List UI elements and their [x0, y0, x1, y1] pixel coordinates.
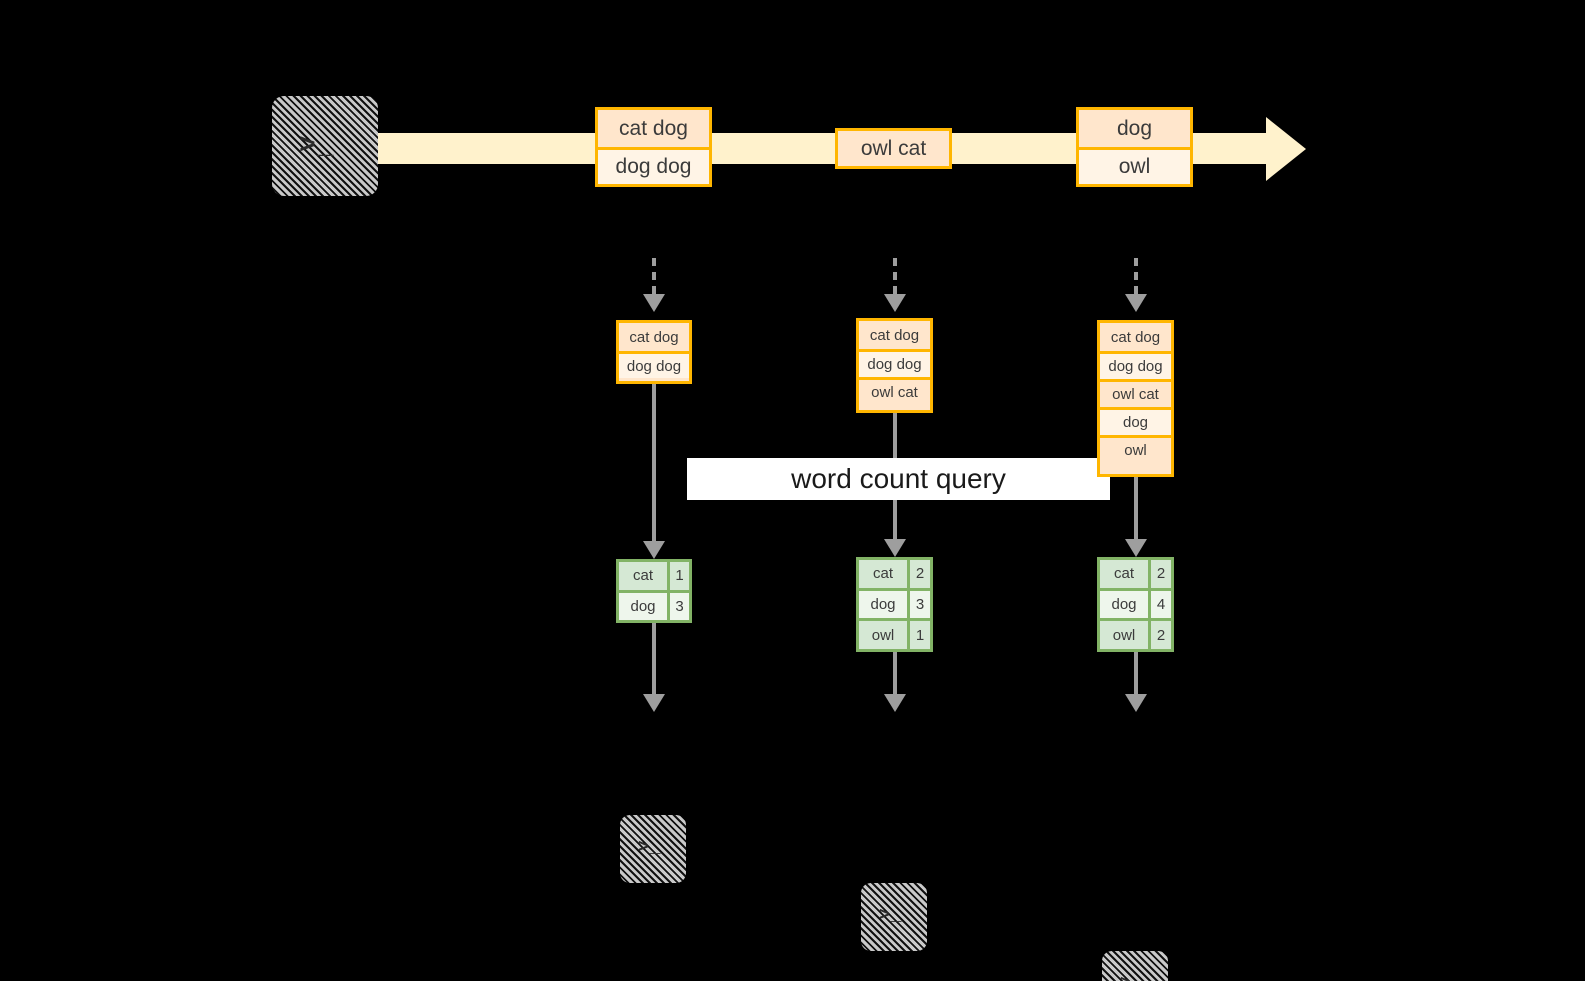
table-cell-count: 1	[667, 562, 689, 590]
table-row: dog 3	[859, 587, 930, 619]
table-cell-count: 2	[1148, 560, 1171, 588]
sink-connector-arrowhead-2	[884, 694, 906, 712]
sink-connector-arrowhead-3	[1125, 694, 1147, 712]
table-cell-count: 2	[907, 560, 930, 588]
snapshot-trigger-arrowhead-3	[1125, 294, 1147, 312]
table-row: cat 1	[619, 562, 689, 590]
stream-arrow-head	[1266, 117, 1306, 181]
table-cell-word: owl	[1100, 621, 1148, 650]
snapshot-trigger-arrowhead-1	[643, 294, 665, 312]
table-cell-word: dog	[1100, 590, 1148, 619]
sink-connector-arrowhead-1	[643, 694, 665, 712]
snapshot-trigger-line-1	[652, 258, 656, 294]
table-cell-count: 1	[907, 621, 930, 650]
table-cell-word: cat	[1100, 560, 1148, 588]
table-cell-word: dog	[619, 592, 667, 620]
stream-message-line: dog	[1079, 110, 1190, 147]
table-cell-word: owl	[859, 621, 907, 650]
result-table-1: cat 1 dog 3	[616, 559, 692, 623]
snapshot-trigger-line-2	[893, 258, 897, 294]
result-table-3: cat 2 dog 4 owl 2	[1097, 557, 1174, 652]
sink-connector-2	[893, 652, 897, 695]
query-connector-1	[652, 384, 656, 544]
query-connector-3	[1134, 470, 1138, 541]
snapshot-input-line: cat dog	[1100, 323, 1171, 351]
stream-message-2: owl cat	[835, 128, 952, 169]
terminal-prompt-glyph: >_	[638, 838, 662, 858]
table-cell-word: cat	[859, 560, 907, 588]
snapshot-input-2: cat dog dog dog owl cat	[856, 318, 933, 413]
sink-connector-3	[1134, 652, 1138, 695]
table-row: owl 2	[1100, 618, 1171, 650]
snapshot-input-line: owl cat	[859, 377, 930, 404]
sink-terminal-icon-2: >_	[861, 883, 927, 951]
snapshot-input-line: cat dog	[859, 321, 930, 349]
snapshot-input-line: owl	[1100, 435, 1171, 463]
table-row: cat 2	[859, 560, 930, 588]
snapshot-input-line: owl cat	[1100, 379, 1171, 407]
stream-message-line: owl cat	[838, 131, 949, 166]
table-row: dog 3	[619, 589, 689, 620]
snapshot-input-line: dog dog	[619, 351, 689, 378]
snapshot-input-1: cat dog dog dog	[616, 320, 692, 384]
table-cell-count: 4	[1148, 590, 1171, 619]
query-connector-arrowhead-2	[884, 539, 906, 557]
table-row: owl 1	[859, 618, 930, 650]
query-connector-arrowhead-1	[643, 541, 665, 559]
terminal-prompt-glyph: >_	[879, 906, 903, 926]
query-banner: word count query	[687, 458, 1110, 500]
snapshot-input-line: dog	[1100, 407, 1171, 435]
sink-terminal-icon-3: >_	[1102, 951, 1168, 981]
sink-terminal-icon-1: >_	[620, 815, 686, 883]
stream-message-line: cat dog	[598, 110, 709, 147]
snapshot-trigger-arrowhead-2	[884, 294, 906, 312]
snapshot-input-3: cat dog dog dog owl cat dog owl	[1097, 320, 1174, 477]
table-cell-word: cat	[619, 562, 667, 590]
terminal-prompt-glyph: >_	[299, 131, 335, 162]
result-table-2: cat 2 dog 3 owl 1	[856, 557, 933, 652]
table-cell-count: 2	[1148, 621, 1171, 650]
stream-message-3: dog owl	[1076, 107, 1193, 187]
snapshot-input-line: dog dog	[1100, 351, 1171, 379]
source-terminal-icon: >_	[272, 96, 378, 196]
table-row: cat 2	[1100, 560, 1171, 588]
snapshot-input-line: dog dog	[859, 349, 930, 377]
sink-connector-1	[652, 623, 656, 695]
stream-message-1: cat dog dog dog	[595, 107, 712, 187]
stream-message-line: dog dog	[598, 147, 709, 184]
table-row: dog 4	[1100, 587, 1171, 619]
terminal-prompt-glyph: >_	[1120, 975, 1144, 981]
query-connector-arrowhead-3	[1125, 539, 1147, 557]
table-cell-count: 3	[907, 590, 930, 619]
table-cell-count: 3	[667, 592, 689, 620]
query-banner-label: word count query	[791, 463, 1006, 494]
stream-message-line: owl	[1079, 147, 1190, 184]
snapshot-input-line: cat dog	[619, 323, 689, 351]
snapshot-trigger-line-3	[1134, 258, 1138, 294]
table-cell-word: dog	[859, 590, 907, 619]
